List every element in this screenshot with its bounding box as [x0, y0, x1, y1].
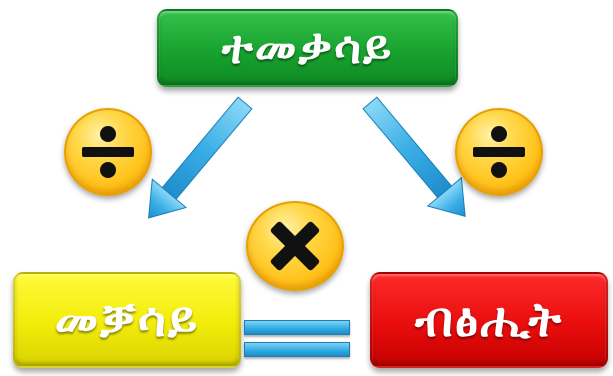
left-box: መቓሳይ [13, 272, 241, 368]
top-box-label: ተመቃሳይ [221, 20, 394, 74]
top-box: ተመቃሳይ [157, 9, 458, 87]
multiply-icon [268, 219, 322, 273]
equals-icon [244, 318, 350, 358]
right-box: ብፅሒት [370, 272, 608, 368]
divide-icon [80, 124, 136, 180]
left-box-label: መቓሳይ [54, 291, 200, 348]
arrow-to-left-box [148, 96, 253, 219]
divide-badge-left [64, 108, 152, 196]
divide-badge-right [455, 108, 543, 196]
right-box-label: ብፅሒት [414, 291, 564, 348]
divide-icon [471, 124, 527, 180]
arrow-to-right-box [362, 96, 466, 218]
multiply-badge [246, 201, 344, 291]
